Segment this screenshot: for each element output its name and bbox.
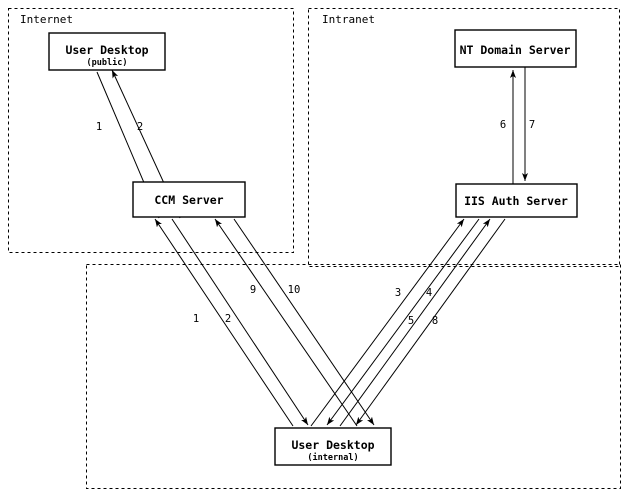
- step-label-4: 4: [426, 287, 432, 299]
- flow-line-step-2-internal: [171, 218, 309, 426]
- node-user-desktop-public[interactable]: User Desktop (public): [48, 32, 166, 71]
- connector-lines: [96, 67, 528, 427]
- node-title-ccm-server: CCM Server: [154, 193, 223, 207]
- node-title-nt-domain-server: NT Domain Server: [460, 43, 571, 57]
- node-ccm-server[interactable]: CCM Server: [132, 181, 246, 218]
- step-label-8: 8: [432, 315, 438, 327]
- zone-label-internet: Internet: [20, 13, 73, 26]
- zone-internal-box: [86, 264, 621, 489]
- flow-line-step-8: [355, 218, 506, 426]
- zone-internet-box: [8, 8, 294, 253]
- zone-label-intranet: Intranet: [322, 13, 375, 26]
- node-box-ccm-server[interactable]: [132, 181, 246, 218]
- node-title-user-desktop-public: User Desktop: [65, 43, 148, 57]
- step-label-10: 10: [288, 284, 301, 296]
- node-title-user-desktop-internal: User Desktop: [291, 438, 374, 452]
- step-label-2-public: 2: [137, 121, 143, 133]
- step-label-3: 3: [395, 287, 401, 299]
- flow-line-step-9: [214, 218, 358, 427]
- node-user-desktop-internal[interactable]: User Desktop (internal): [274, 427, 392, 466]
- node-box-user-desktop-public[interactable]: [48, 32, 166, 71]
- step-label-5: 5: [408, 315, 414, 327]
- node-iis-auth-server[interactable]: IIS Auth Server: [455, 183, 578, 218]
- step-label-9: 9: [250, 284, 256, 296]
- step-label-2-internal: 2: [225, 313, 231, 325]
- node-subtitle-user-desktop-public: (public): [87, 57, 128, 68]
- node-box-user-desktop-internal[interactable]: [274, 427, 392, 466]
- step-label-6: 6: [500, 119, 506, 131]
- flow-line-step-1-internal: [154, 218, 294, 427]
- step-labels: 1 2 1 2 3 4 5 6 7 8 9 10: [96, 119, 535, 327]
- step-label-1-public: 1: [96, 121, 102, 133]
- step-label-1-internal: 1: [193, 313, 199, 325]
- flow-line-step-3: [310, 218, 465, 427]
- node-subtitle-user-desktop-internal: (internal): [307, 452, 358, 463]
- flow-line-step-10: [233, 218, 375, 426]
- zone-boundaries: [8, 8, 621, 489]
- flow-line-step-5: [339, 218, 491, 427]
- node-nt-domain-server[interactable]: NT Domain Server: [454, 29, 577, 68]
- node-title-iis-auth-server: IIS Auth Server: [464, 194, 568, 208]
- step-label-7: 7: [529, 119, 535, 131]
- zone-intranet-box: [308, 8, 620, 267]
- node-box-nt-domain-server[interactable]: [454, 29, 577, 68]
- flow-line-step-4: [326, 218, 480, 426]
- node-box-iis-auth-server[interactable]: [455, 183, 578, 218]
